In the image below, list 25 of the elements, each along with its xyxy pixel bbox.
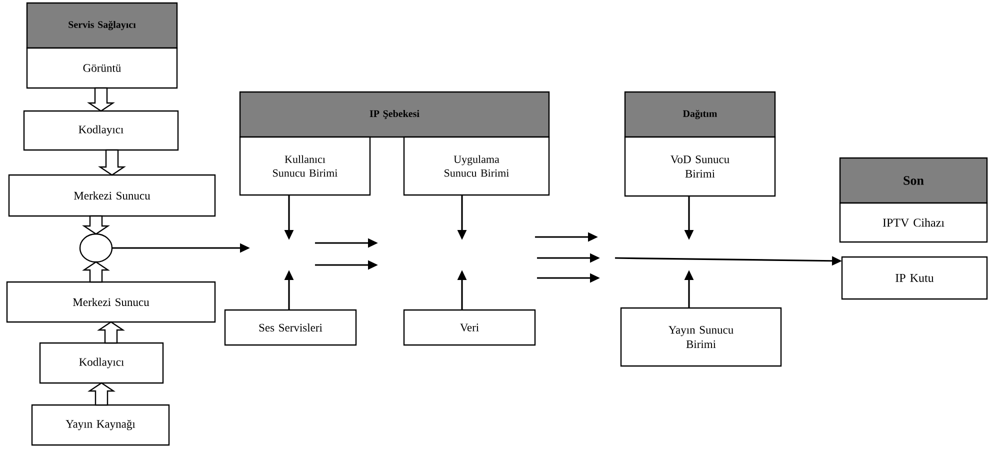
block-arrow <box>97 321 125 344</box>
process-box: VoD Sunucu Birimi <box>624 136 776 197</box>
process-box: Merkezi Sunucu <box>8 174 216 217</box>
junction-circle <box>79 233 113 263</box>
process-box: Uygulama Sunucu Birimi <box>403 136 550 196</box>
block-arrow <box>98 149 126 176</box>
block-arrow <box>82 215 110 235</box>
process-box: Kodlayıcı <box>23 110 179 151</box>
process-box: Kullanıcı Sunucu Birimi <box>239 136 371 196</box>
block-arrow <box>88 382 116 406</box>
process-box: Merkezi Sunucu <box>6 281 216 323</box>
header-box: Dağıtım <box>624 91 776 138</box>
process-box: Görüntü <box>26 47 178 89</box>
block-arrow <box>87 87 115 112</box>
process-box: Kodlayıcı <box>39 342 164 384</box>
header-box: Servis Sağlayıcı <box>26 2 178 49</box>
process-box: Yayın Kaynağı <box>31 404 170 446</box>
process-box: IP Kutu <box>841 256 988 300</box>
header-box: IP Şebekesi <box>239 91 550 138</box>
process-box: Yayın Sunucu Birimi <box>620 307 782 367</box>
block-arrow <box>82 261 110 283</box>
header-box: Son <box>839 157 988 204</box>
process-box: Ses Servisleri <box>224 309 357 346</box>
process-box: Veri <box>403 309 536 346</box>
process-box: IPTV Cihazı <box>839 202 988 243</box>
